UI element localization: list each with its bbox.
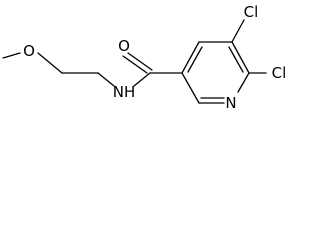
bond-c3-c4-inner (187, 46, 203, 73)
chemical-structure: O NH O N Cl Cl (2, 3, 287, 112)
bond-c2-c3 (181, 72, 200, 104)
bond-co-double-1 (122, 55, 148, 74)
atom-cl-6: Cl (272, 64, 287, 82)
bond-c3-c4 (181, 41, 200, 74)
bond-ch2-nh (97, 72, 115, 87)
bond-nh-co (133, 72, 151, 87)
bond-c5-c6-inner (228, 46, 244, 73)
atom-o-ether: O (23, 42, 35, 60)
atom-n-ring: N (225, 94, 236, 112)
bond-co-double-2 (127, 52, 153, 71)
bond-o-ch2 (37, 52, 63, 74)
bond-c6-n (237, 72, 250, 93)
atom-o-carbonyl: O (118, 37, 130, 55)
bond-c5-c6 (231, 41, 250, 74)
atom-cl-5: Cl (244, 3, 259, 21)
bond-methyl-o (2, 52, 21, 59)
bond-c5-cl (231, 19, 245, 43)
atom-n-amide: NH (113, 83, 136, 101)
